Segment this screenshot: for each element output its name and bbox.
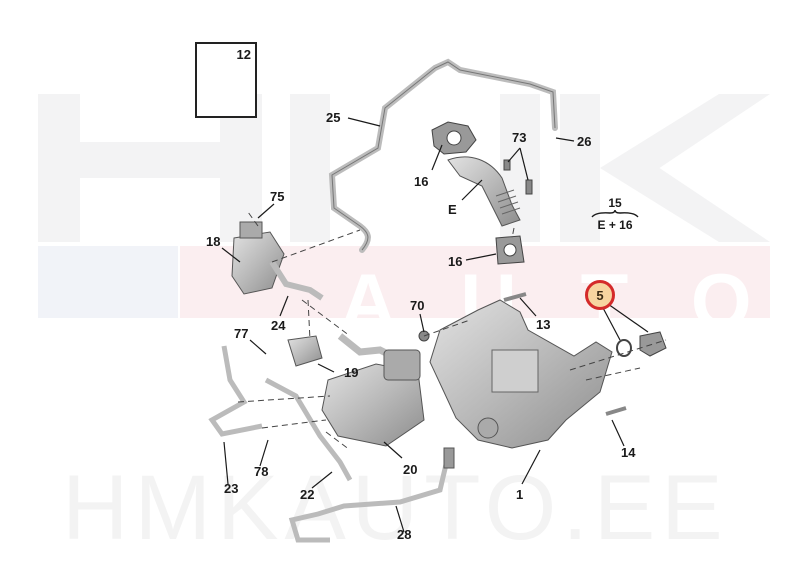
- callout-23[interactable]: 23: [224, 481, 239, 496]
- watermark-letter-h-left: [38, 94, 80, 242]
- highlighted-callout-5[interactable]: 5: [585, 280, 615, 310]
- pipe-22: [264, 377, 353, 482]
- watermark-letter-k-stem: [560, 94, 600, 242]
- callout-75[interactable]: 75: [270, 189, 285, 204]
- formula-top: 15: [608, 196, 622, 210]
- sensor-19: [287, 335, 323, 367]
- watermark-band-blue: [38, 246, 178, 318]
- callout-20[interactable]: 20: [403, 462, 418, 477]
- pipe-e: [447, 156, 521, 227]
- brace-icon: [591, 210, 639, 218]
- watermark-letter-m-left: [290, 94, 330, 242]
- actuator-18: [231, 231, 285, 295]
- callout-13[interactable]: 13: [536, 317, 551, 332]
- watermark-letter-h-bar: [80, 142, 220, 178]
- formula-bottom: E + 16: [597, 218, 633, 232]
- callout-1[interactable]: 1: [516, 487, 524, 502]
- callout-12: 12: [236, 47, 251, 62]
- pipe-24: [269, 260, 324, 301]
- pipe-23: [208, 345, 263, 437]
- callout-24[interactable]: 24: [271, 318, 286, 333]
- callout-26[interactable]: 26: [577, 134, 592, 149]
- watermark-site-text: HMKAUTO.EE: [62, 457, 729, 559]
- callout-19[interactable]: 19: [344, 365, 359, 380]
- callout-25[interactable]: 25: [326, 110, 341, 125]
- callout-e[interactable]: E: [448, 202, 457, 217]
- callout-18[interactable]: 18: [206, 234, 221, 249]
- callout-73[interactable]: 73: [512, 130, 527, 145]
- callout-14[interactable]: 14: [621, 445, 636, 460]
- watermark-auto-a: AUTO: [340, 257, 800, 345]
- callout-77[interactable]: 77: [234, 326, 249, 341]
- callout-16-top[interactable]: 16: [414, 174, 429, 189]
- assembly-formula: 15 E + 16: [590, 196, 640, 232]
- inset-bolt-12[interactable]: 12: [195, 42, 257, 118]
- watermark-letter-h-right: [220, 94, 262, 242]
- callout-16-bottom[interactable]: 16: [448, 254, 463, 269]
- callout-22[interactable]: 22: [300, 487, 315, 502]
- pipe-28: [288, 455, 451, 543]
- valve-20: [321, 363, 425, 447]
- callout-70[interactable]: 70: [410, 298, 425, 313]
- callout-28[interactable]: 28: [397, 527, 412, 542]
- callout-78[interactable]: 78: [254, 464, 269, 479]
